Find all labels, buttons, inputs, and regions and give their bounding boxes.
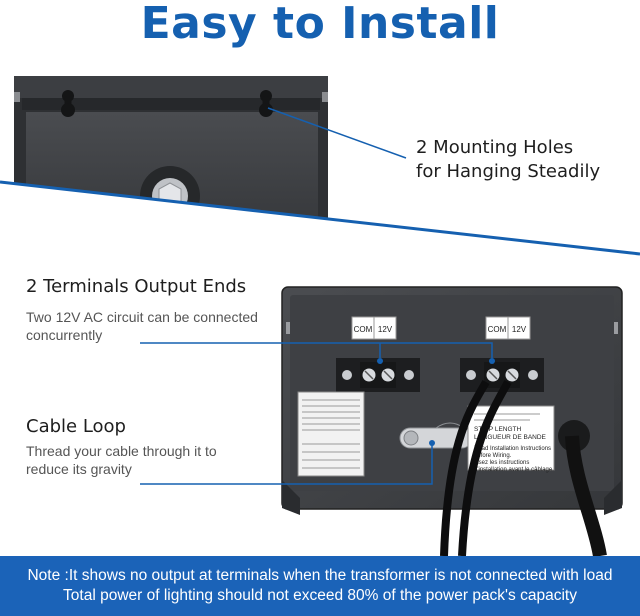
terminals-description: Two 12V AC circuit can be connected conc… [26, 308, 258, 344]
mounting-holes-callout: 2 Mounting Holes for Hanging Steadily [416, 136, 636, 184]
mounting-line-2: for Hanging Steadily [416, 161, 601, 182]
bolt [140, 166, 200, 226]
terminal-block-left [336, 358, 420, 392]
strip-length-fr-label: LONGUEUR DE BANDE [474, 434, 547, 441]
read-instructions-1: Read Installation Instructions [474, 446, 551, 452]
note-banner: Note :It shows no output at terminals wh… [0, 556, 640, 616]
cable-loop-description: Thread your cable through it to reduce i… [26, 442, 217, 478]
terminals-heading: 2 Terminals Output Ends [26, 276, 247, 297]
terminals-desc-line-1: Two 12V AC circuit can be connected [26, 309, 258, 325]
cable-loop-desc-line-2: reduce its gravity [26, 461, 132, 477]
cable-loop-desc-line-1: Thread your cable through it to [26, 443, 217, 459]
page-title: Easy to Install [140, 0, 500, 49]
mounting-line-1: 2 Mounting Holes [416, 137, 574, 158]
note-line-1: Note :It shows no output at terminals wh… [27, 567, 613, 584]
left-12v-label: 12V [378, 325, 393, 334]
right-12v-label: 12V [512, 325, 527, 334]
read-instructions-3: Lisez les instructions [474, 460, 529, 466]
output-wire-1 [440, 380, 490, 556]
left-com-label: COM [354, 325, 373, 334]
product-illustration: COM 12V COM 12V [0, 76, 640, 556]
transformer-back-view [14, 76, 328, 254]
note-line-2: Total power of lighting should not excee… [63, 587, 577, 604]
strip-length-label: STRIP LENGTH [474, 426, 522, 433]
read-instructions-2: before Wiring. [474, 453, 512, 459]
mounting-hole-left [61, 90, 75, 117]
mounting-hole-right [259, 90, 273, 117]
power-cord [565, 435, 607, 556]
terminals-desc-line-2: concurrently [26, 327, 103, 343]
cable-loop-heading: Cable Loop [26, 416, 126, 437]
read-instructions-4: d'installation avant le câblage. [474, 467, 554, 473]
output-wire-2 [458, 380, 512, 556]
right-com-label: COM [488, 325, 507, 334]
transformer-front-view: COM 12V COM 12V [281, 286, 623, 556]
